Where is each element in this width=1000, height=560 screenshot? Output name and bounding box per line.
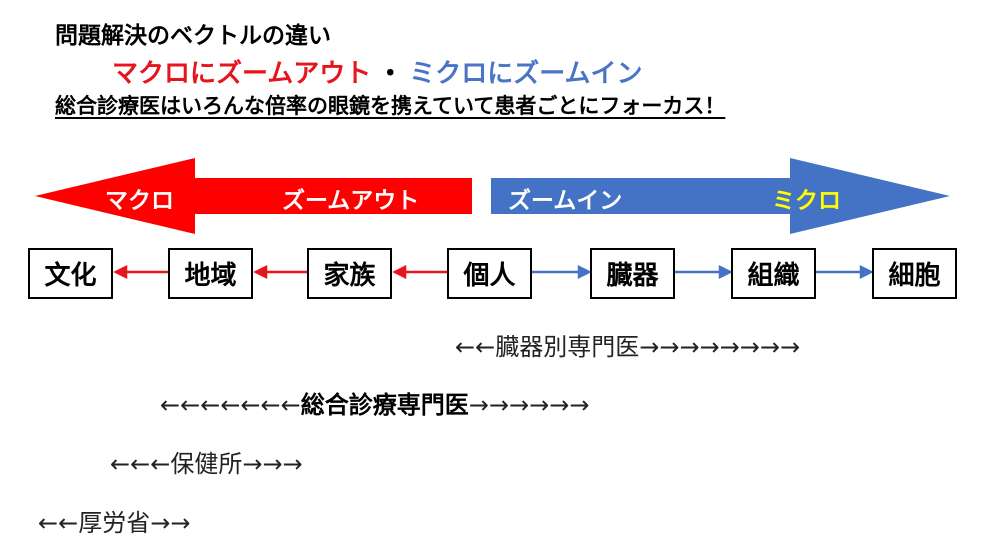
scope-health-center: ←←←保健所→→→ [110,444,303,479]
arrow-label-micro: ミクロ [772,188,841,214]
scope-left-arrows: ←← [455,333,496,361]
box-kojin: 個人 [447,248,532,299]
scope-right-arrows: →→→ [242,450,303,478]
scope-name: 厚労省 [78,509,151,537]
box-soshiki: 組織 [731,248,816,299]
subtitle: マクロにズームアウト・ミクロにズームイン [112,53,642,90]
scope-left-arrows: ←←← [110,450,171,478]
scope-left-arrows: ←←←←←←← [160,391,301,419]
subtitle-separator: ・ [377,59,404,89]
scope-right-arrows: →→→→→→ [468,391,590,419]
scope-name: 臓器別専門医 [495,333,640,361]
box-chiiki: 地域 [168,248,253,299]
arrow-label-zoom-out: ズームアウト [282,188,420,214]
arrowhead-icon [253,264,268,280]
arrowhead-icon [718,264,733,280]
scope-right-arrows: →→→→→→→→ [639,333,801,361]
scope-mhlw: ←←厚労省→→ [38,503,190,538]
arrowhead-icon [577,264,592,280]
scope-name: 総合診療専門医 [300,391,469,419]
arrow-label-zoom-in: ズームイン [508,188,623,214]
scope-organ-specialist: ←←臓器別専門医→→→→→→→→ [455,327,800,362]
subtitle-micro: ミクロにズームイン [409,59,643,89]
scope-left-arrows: ←← [38,509,79,537]
box-kazoku: 家族 [307,248,392,299]
arrowhead-icon [392,264,407,280]
zoom-in-arrow [491,158,950,234]
scope-right-arrows: →→ [150,509,191,537]
scope-name: 保健所 [170,450,243,478]
box-saibou: 細胞 [872,248,957,299]
box-bunka: 文化 [28,248,113,299]
scope-general-practitioner: ←←←←←←←総合診療専門医→→→→→→ [160,385,589,420]
subtitle-macro: マクロにズームアウト [112,59,372,89]
arrow-label-macro: マクロ [105,188,174,214]
page-title: 問題解決のベクトルの違い [55,23,331,49]
tagline: 総合診療医はいろんな倍率の眼鏡を携えていて患者ごとにフォーカス！ [55,94,726,118]
box-zouki: 臓器 [590,248,675,299]
arrowhead-icon [859,264,874,280]
zoom-out-arrow [35,158,472,234]
arrowhead-icon [113,264,128,280]
